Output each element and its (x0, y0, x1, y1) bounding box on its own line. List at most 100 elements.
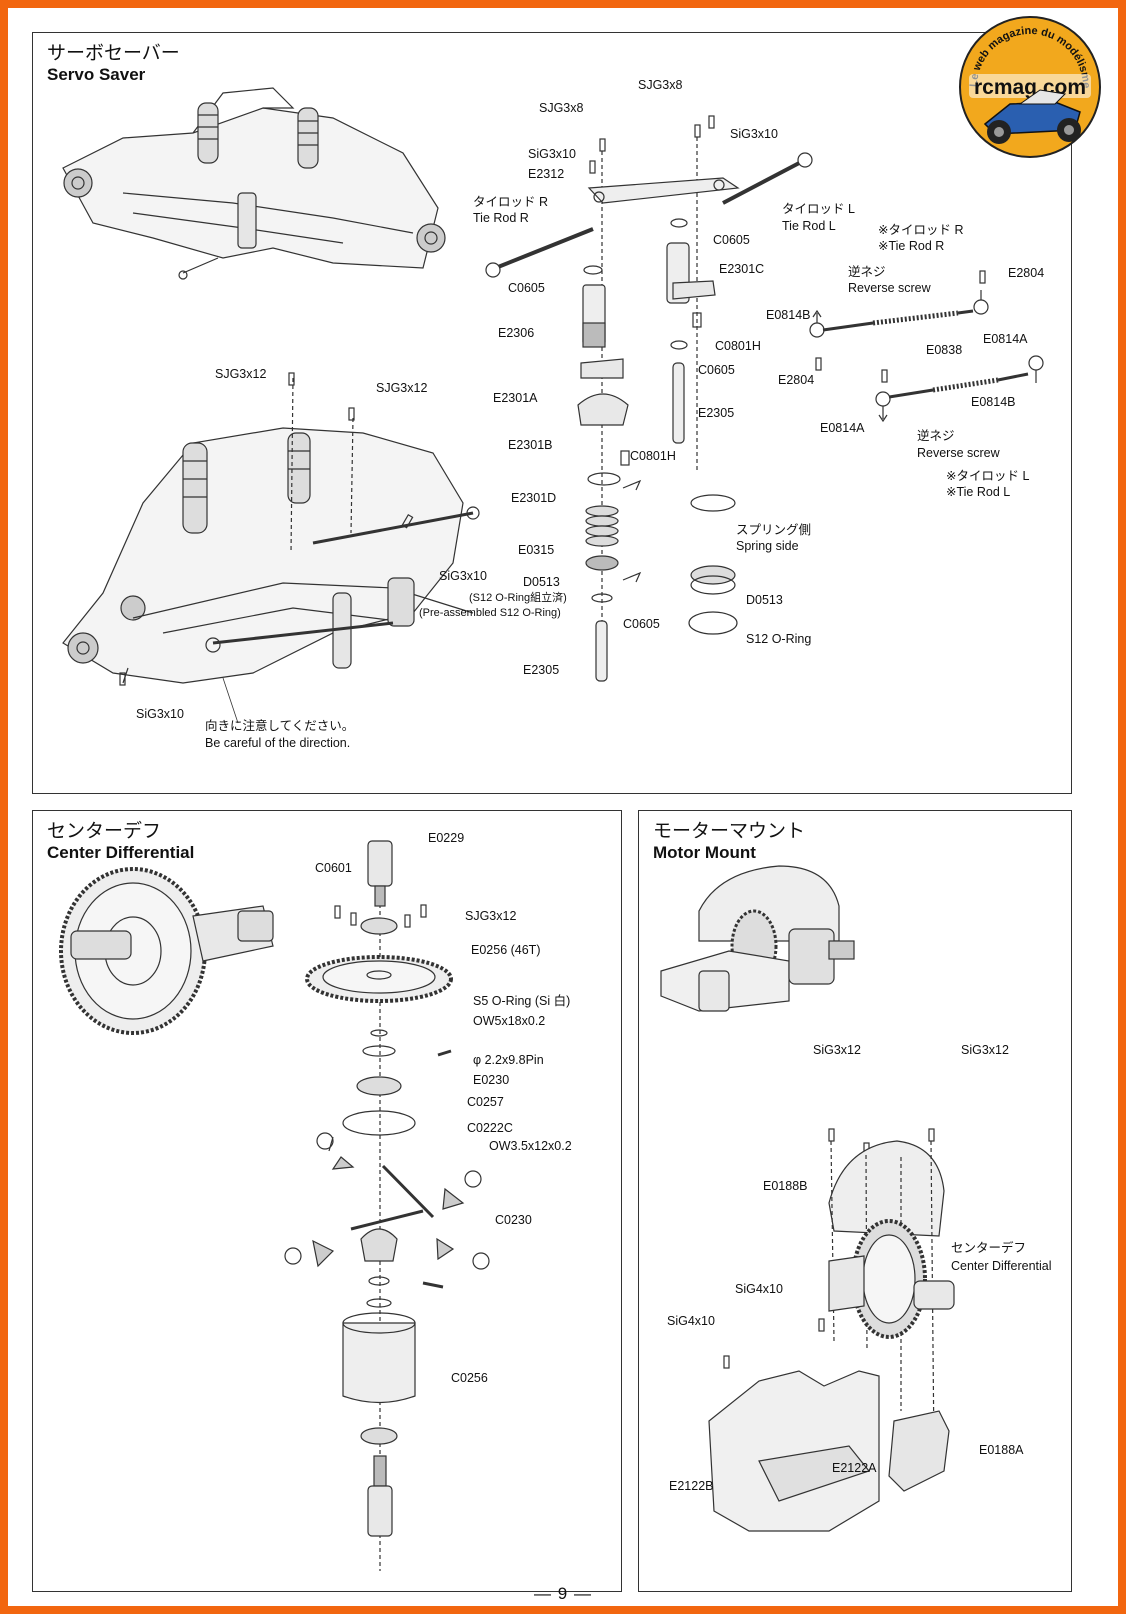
motor-mount-assembled-drawing (660, 865, 855, 1012)
part-label: E2804 (778, 373, 815, 387)
part-label: E0814A (983, 332, 1028, 346)
motor-mount-exploded-drawing (708, 1128, 955, 1532)
motor-mount-panel: モーターマウント Motor Mount SiG3x12 SiG3x12 E01… (638, 810, 1072, 1592)
part-label: C0801H (715, 339, 761, 353)
motor-mount-title-jp: モーターマウント (653, 821, 806, 842)
part-label: 向きに注意してください。 (205, 719, 355, 733)
center-diff-assembled-drawing (59, 867, 274, 1035)
part-label: センターデフ (951, 1241, 1027, 1255)
part-label: E0188A (979, 1443, 1024, 1457)
part-label: SiG3x12 (813, 1043, 861, 1057)
part-label: SJG3x12 (376, 381, 428, 395)
part-label: C0605 (508, 281, 545, 295)
part-label: C0230 (495, 1213, 532, 1227)
center-differential-panel: センターデフ Center Differential E0229 C0601 S… (32, 810, 622, 1592)
part-label: S12 O-Ring (746, 632, 812, 646)
part-label: E0814A (820, 421, 865, 435)
center-differential-title-jp: センターデフ (47, 821, 162, 842)
manual-page: サーボセーバー Servo Saver SJG3x8 SJG3x8 SiG3x1… (8, 8, 1118, 1606)
part-label: C0222C (467, 1121, 513, 1135)
part-label: SiG3x10 (439, 569, 487, 583)
center-differential-title-en: Center Differential (47, 843, 195, 862)
part-label: C0605 (713, 233, 750, 247)
part-label: S5 O-Ring (Si 白) (473, 994, 571, 1008)
part-label: E2301A (493, 391, 538, 405)
part-label: E0229 (428, 831, 465, 845)
part-label: SiG3x12 (961, 1043, 1009, 1057)
part-label: SJG3x12 (215, 367, 267, 381)
part-label: SiG3x10 (730, 127, 778, 141)
part-label: D0513 (746, 593, 783, 607)
part-label: E2301D (511, 491, 557, 505)
part-label: Tie Rod R (473, 211, 529, 225)
part-label: E2301C (719, 262, 765, 276)
servo-saver-panel: サーボセーバー Servo Saver SJG3x8 SJG3x8 SiG3x1… (32, 32, 1072, 794)
part-label: Reverse screw (848, 281, 931, 295)
part-label: C0601 (315, 861, 352, 875)
part-label: E0188B (763, 1179, 808, 1193)
part-label: E2122A (832, 1461, 877, 1475)
part-label: (Pre-assembled S12 O-Ring) (419, 607, 561, 619)
part-label: E2122B (669, 1479, 714, 1493)
part-label: E0256 (46T) (471, 943, 541, 957)
part-label: スプリング側 (736, 523, 812, 537)
center-differential-illustration (59, 840, 490, 1571)
motor-mount-title: モーターマウント Motor Mount (653, 821, 805, 863)
part-label: SJG3x8 (638, 78, 683, 92)
part-label: E0814B (766, 308, 811, 322)
center-differential-title: センターデフ Center Differential (47, 821, 194, 863)
part-label: E2305 (523, 663, 560, 677)
part-label: SJG3x12 (465, 909, 517, 923)
part-label: タイロッド R (473, 195, 549, 209)
part-label: SiG4x10 (735, 1282, 783, 1296)
motor-mount-title-en: Motor Mount (653, 843, 756, 862)
part-label: Tie Rod L (782, 219, 836, 233)
part-label: ※Tie Rod L (946, 485, 1011, 499)
servo-saver-exploded-drawing (485, 115, 813, 682)
part-label: C0256 (451, 1371, 488, 1385)
part-label: SJG3x8 (539, 101, 584, 115)
servo-saver-title-jp: サーボセーバー (47, 43, 180, 64)
part-label: E2312 (528, 167, 565, 181)
part-label: SiG3x10 (136, 707, 184, 721)
front-assembly-bottom-drawing (62, 372, 480, 724)
part-label: Spring side (736, 539, 799, 553)
part-label: C0605 (623, 617, 660, 631)
part-label: Be careful of the direction. (205, 736, 351, 750)
part-label: OW5x18x0.2 (473, 1014, 546, 1028)
part-label: 逆ネジ (917, 429, 955, 443)
part-label: C0257 (467, 1095, 504, 1109)
tie-rod-drawing (809, 270, 1044, 423)
page-number: — 9 — (534, 1584, 592, 1603)
part-label: C0801H (630, 449, 676, 463)
part-label: E2804 (1008, 266, 1045, 280)
servo-saver-illustration (62, 87, 1044, 724)
front-assembly-top-drawing (62, 87, 446, 280)
rc-buggy-icon (983, 89, 1081, 144)
servo-saver-title: サーボセーバー Servo Saver (47, 43, 180, 85)
part-label: φ 2.2x9.8Pin (473, 1053, 544, 1067)
part-label: E2306 (498, 326, 535, 340)
part-label: 逆ネジ (848, 265, 886, 279)
part-label: C0605 (698, 363, 735, 377)
part-label: Center Differential (951, 1259, 1052, 1273)
part-label: E2301B (508, 438, 553, 452)
part-label: (S12 O-Ring組立済) (469, 592, 567, 604)
servo-saver-title-en: Servo Saver (47, 65, 146, 84)
rcmag-logo: Le web magazine du modélisme rcmag.com (959, 16, 1101, 158)
part-label: Reverse screw (917, 446, 1000, 460)
part-label: E0230 (473, 1073, 510, 1087)
part-label: ※タイロッド R (878, 223, 964, 237)
logo-brand-text: rcmag.com (974, 76, 1086, 99)
part-label: OW3.5x12x0.2 (489, 1139, 572, 1153)
motor-mount-illustration (660, 865, 955, 1532)
part-label: E0814B (971, 395, 1016, 409)
part-label: SiG4x10 (667, 1314, 715, 1328)
part-label: E2305 (698, 406, 735, 420)
part-label: E0315 (518, 543, 555, 557)
center-diff-exploded-drawing (284, 840, 490, 1571)
part-label: E0838 (926, 343, 963, 357)
part-label: SiG3x10 (528, 147, 576, 161)
part-label: タイロッド L (782, 202, 855, 216)
part-label: ※タイロッド L (946, 469, 1030, 483)
